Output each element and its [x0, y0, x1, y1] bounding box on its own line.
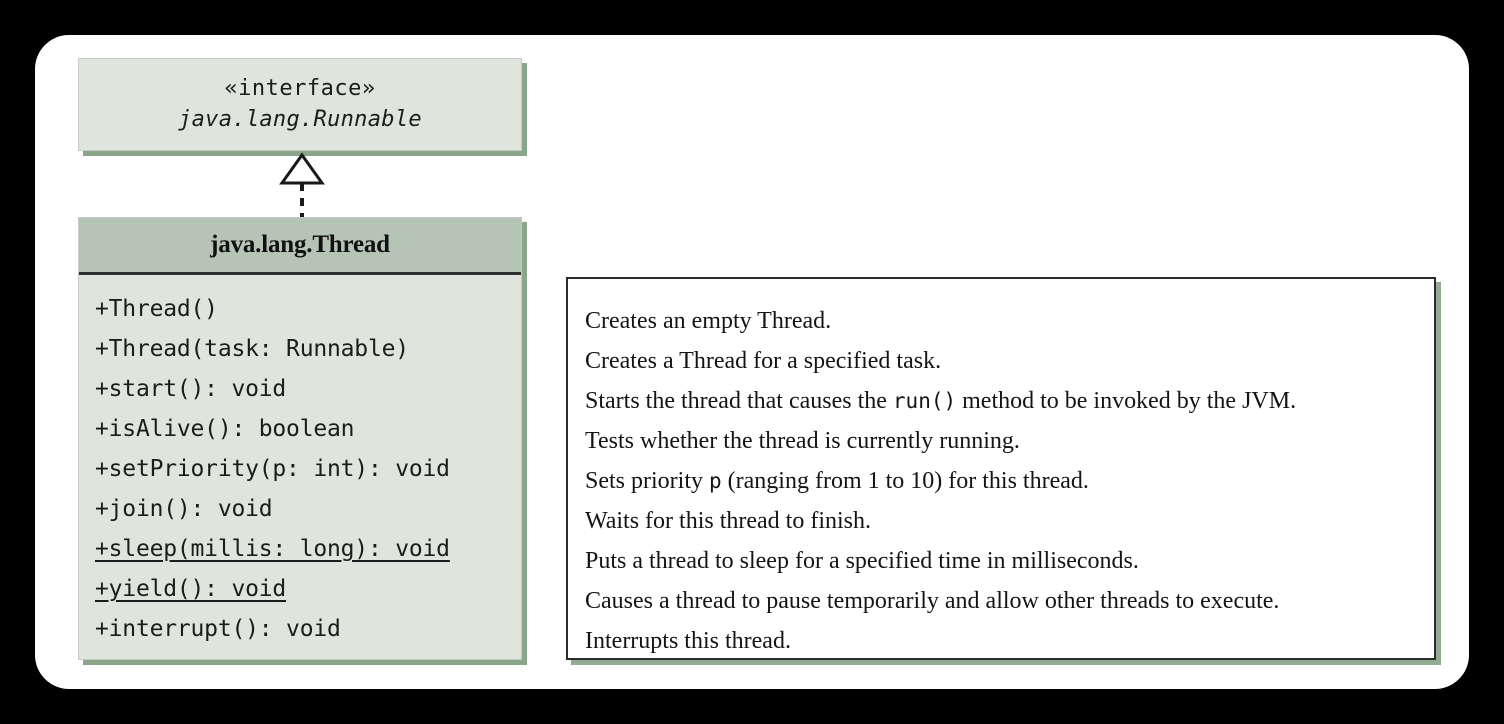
member-row: +yield(): void — [95, 569, 521, 609]
description-panel: Creates an empty Thread. Creates a Thread… — [566, 277, 1436, 660]
description-row: Starts the thread that causes the run() … — [585, 381, 1434, 421]
member-row: +Thread() — [95, 289, 521, 329]
inline-code: p — [709, 469, 722, 493]
description-text: Starts the thread that causes the — [585, 388, 893, 414]
inline-code: run() — [892, 389, 957, 413]
description-row: Tests whether the thread is currently ru… — [585, 421, 1434, 461]
thread-members-compartment: +Thread() +Thread(task: Runnable) +start()… — [79, 275, 521, 649]
static-member-signature: +sleep(millis: long): void — [95, 536, 450, 562]
member-signature: +join(): void — [95, 496, 273, 522]
thread-class-box: java.lang.Thread +Thread() +Thread(task: … — [78, 217, 522, 660]
member-row: +interrupt(): void — [95, 609, 521, 649]
description-row: Causes a thread to pause temporarily and… — [585, 581, 1434, 621]
member-row: +join(): void — [95, 489, 521, 529]
description-text: Creates an empty Thread. — [585, 308, 832, 334]
member-signature: +isAlive(): boolean — [95, 416, 355, 442]
member-signature: +Thread(task: Runnable) — [95, 336, 409, 362]
member-signature: +setPriority(p: int): void — [95, 456, 450, 482]
member-row: +isAlive(): boolean — [95, 409, 521, 449]
description-row: Creates a Thread for a specified task. — [585, 341, 1434, 381]
description-row: Puts a thread to sleep for a specified t… — [585, 541, 1434, 581]
member-row: +setPriority(p: int): void — [95, 449, 521, 489]
description-text: Puts a thread to sleep for a specified t… — [585, 548, 1139, 574]
static-member-signature: +yield(): void — [95, 576, 287, 602]
thread-class-name: java.lang.Thread — [210, 231, 390, 258]
interface-stereotype: «interface» — [224, 75, 376, 101]
description-row: Sets priority p (ranging from 1 to 10) f… — [585, 461, 1434, 501]
thread-class-header: java.lang.Thread — [79, 218, 521, 275]
description-text: Sets priority — [585, 468, 709, 494]
description-text: Waits for this thread to finish. — [585, 508, 872, 534]
description-text: Tests whether the thread is currently ru… — [585, 428, 1020, 454]
interface-name: java.lang.Runnable — [178, 106, 422, 132]
description-text: Creates a Thread for a specified task. — [585, 348, 942, 374]
member-row: +start(): void — [95, 369, 521, 409]
member-signature: +Thread() — [95, 296, 218, 322]
description-row: Interrupts this thread. — [585, 621, 1434, 661]
description-text: Causes a thread to pause temporarily and… — [585, 588, 1280, 614]
diagram-card: «interface» java.lang.Runnable java.lang… — [35, 35, 1469, 689]
member-signature: +interrupt(): void — [95, 616, 341, 642]
description-text: Interrupts this thread. — [585, 628, 791, 654]
member-signature: +start(): void — [95, 376, 287, 402]
member-row: +Thread(task: Runnable) — [95, 329, 521, 369]
description-row: Creates an empty Thread. — [585, 301, 1434, 341]
interface-class-box: «interface» java.lang.Runnable — [78, 58, 522, 151]
description-text: method to be invoked by the JVM. — [956, 388, 1297, 414]
description-text: (ranging from 1 to 10) for this thread. — [721, 468, 1089, 494]
member-row: +sleep(millis: long): void — [95, 529, 521, 569]
description-row: Waits for this thread to finish. — [585, 501, 1434, 541]
